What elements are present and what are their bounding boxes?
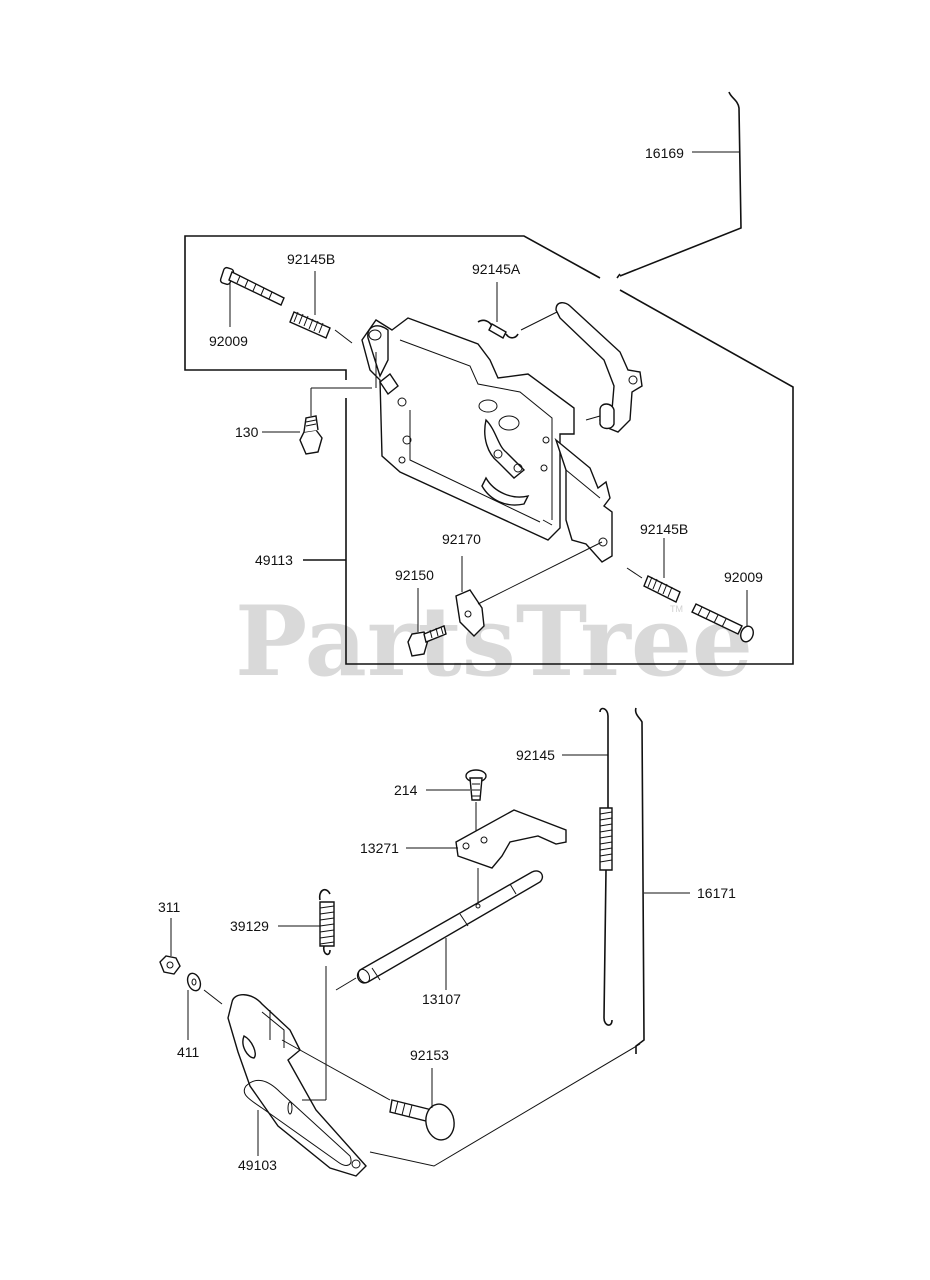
callout-13107: 13107 [422, 991, 461, 1007]
callout-92145B-top: 92145B [287, 251, 335, 267]
control-plate-49113 [361, 317, 613, 563]
callout-13271: 13271 [360, 840, 399, 856]
spring-39129 [278, 888, 335, 1100]
callout-411: 411 [177, 1044, 200, 1060]
callout-92145: 92145 [516, 747, 555, 763]
watermark-text: PartsTree [235, 585, 753, 698]
callout-92150: 92150 [395, 567, 434, 583]
plate-13271 [406, 809, 567, 869]
callout-39129: 39129 [230, 918, 269, 934]
callout-92009-right: 92009 [724, 569, 763, 585]
bolt-92153 [281, 1039, 455, 1141]
watermark-trademark: TM [670, 604, 683, 614]
callout-16171: 16171 [697, 885, 736, 901]
callout-214: 214 [394, 782, 418, 798]
throttle-arm [555, 302, 643, 433]
callout-92145B-right: 92145B [640, 521, 688, 537]
spring-92145A [477, 282, 558, 339]
rod-16169 [616, 91, 742, 279]
clamp-92170 [455, 541, 603, 637]
upper-assembly-frame [184, 235, 794, 665]
bolt-130 [262, 352, 377, 455]
callout-92153: 92153 [410, 1047, 449, 1063]
spring-92145B-right [626, 538, 681, 603]
bolt-92150 [407, 588, 447, 657]
callout-311: 311 [158, 899, 181, 915]
spring-92145 [562, 707, 613, 1026]
screw-214 [426, 769, 487, 840]
spring-92145B-upper [289, 271, 353, 344]
callout-92009-top: 92009 [209, 333, 248, 349]
callout-92145A: 92145A [472, 261, 521, 277]
nut-311 [159, 918, 181, 975]
callout-92170: 92170 [442, 531, 481, 547]
bolt-92009-right [691, 590, 754, 643]
bolt-92009-upper [219, 266, 285, 327]
callout-49103: 49103 [238, 1157, 277, 1173]
callout-49113: 49113 [255, 552, 293, 568]
rod-16171 [634, 707, 690, 1054]
washer-411 [186, 972, 223, 1040]
callout-16169: 16169 [645, 145, 684, 161]
lever-49103 [227, 994, 641, 1177]
callout-130: 130 [235, 424, 259, 440]
shaft-13107 [335, 868, 544, 991]
